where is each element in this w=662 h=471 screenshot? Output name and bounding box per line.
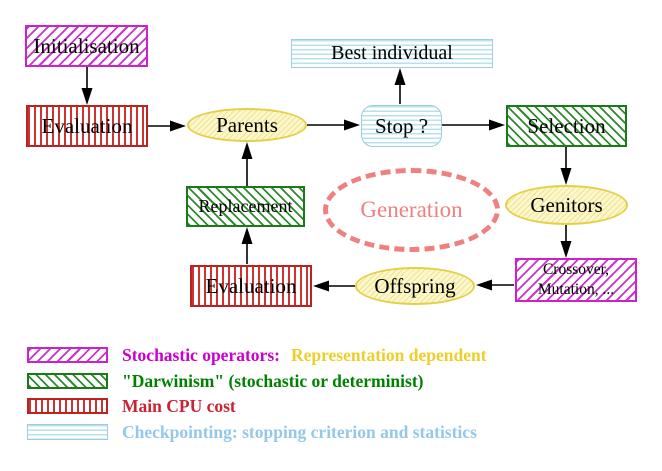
legend-swatch-checkpointing: [27, 424, 108, 440]
node-best-individual: Best individual: [291, 39, 493, 68]
legend-note-representation: Representation dependent: [290, 344, 487, 365]
crossover-line1: Crossover,: [542, 260, 610, 278]
arrow-offspring-to-evaluation: [313, 280, 355, 292]
node-offspring: Offspring: [355, 267, 475, 305]
node-stop: Stop ?: [361, 105, 442, 147]
node-replacement: Replacement: [186, 186, 305, 227]
arrow-evaluation-to-replacement: [241, 227, 253, 264]
node-initialisation: Initialisation: [25, 25, 148, 67]
arrow-replacement-to-parents: [241, 142, 253, 186]
node-genitors: Genitors: [505, 185, 628, 225]
legend-label-darwinism: "Darwinism" (stochastic or determinist): [122, 370, 424, 391]
arrow-initialisation-to-evaluation: [81, 67, 93, 105]
arrow-genitors-to-crossover: [560, 225, 572, 258]
legend-row-darwinism: "Darwinism" (stochastic or determinist): [27, 370, 424, 391]
legend-swatch-cpu-cost: [27, 398, 108, 414]
legend-row-checkpointing: Checkpointing: stopping criterion and st…: [27, 421, 477, 442]
legend-row-stochastic: Stochastic operators: Representation dep…: [27, 344, 487, 365]
node-selection: Selection: [506, 105, 627, 147]
arrow-stop-to-best-individual: [394, 68, 406, 104]
legend-label-stochastic: Stochastic operators:: [122, 344, 280, 365]
arrow-stop-to-selection: [442, 119, 505, 131]
node-evaluation-top: Evaluation: [26, 105, 148, 147]
node-parents: Parents: [187, 108, 307, 142]
legend-label-cpu-cost: Main CPU cost: [122, 395, 236, 416]
node-evaluation-bottom: Evaluation: [190, 265, 312, 307]
legend-swatch-stochastic: [27, 347, 108, 363]
legend-swatch-darwinism: [27, 373, 108, 389]
arrow-parents-to-stop: [307, 119, 360, 131]
legend-label-checkpointing: Checkpointing: stopping criterion and st…: [122, 421, 477, 442]
node-crossover-mutation: Crossover, Mutation, ...: [515, 258, 637, 302]
generation-cycle-ellipse: Generation: [323, 168, 500, 252]
arrow-evaluation-to-parents: [148, 120, 186, 132]
arrow-selection-to-genitors: [560, 147, 572, 185]
crossover-line2: Mutation, ...: [537, 281, 615, 298]
legend-row-cpu-cost: Main CPU cost: [27, 395, 236, 416]
arrow-crossover-to-offspring: [476, 279, 514, 291]
